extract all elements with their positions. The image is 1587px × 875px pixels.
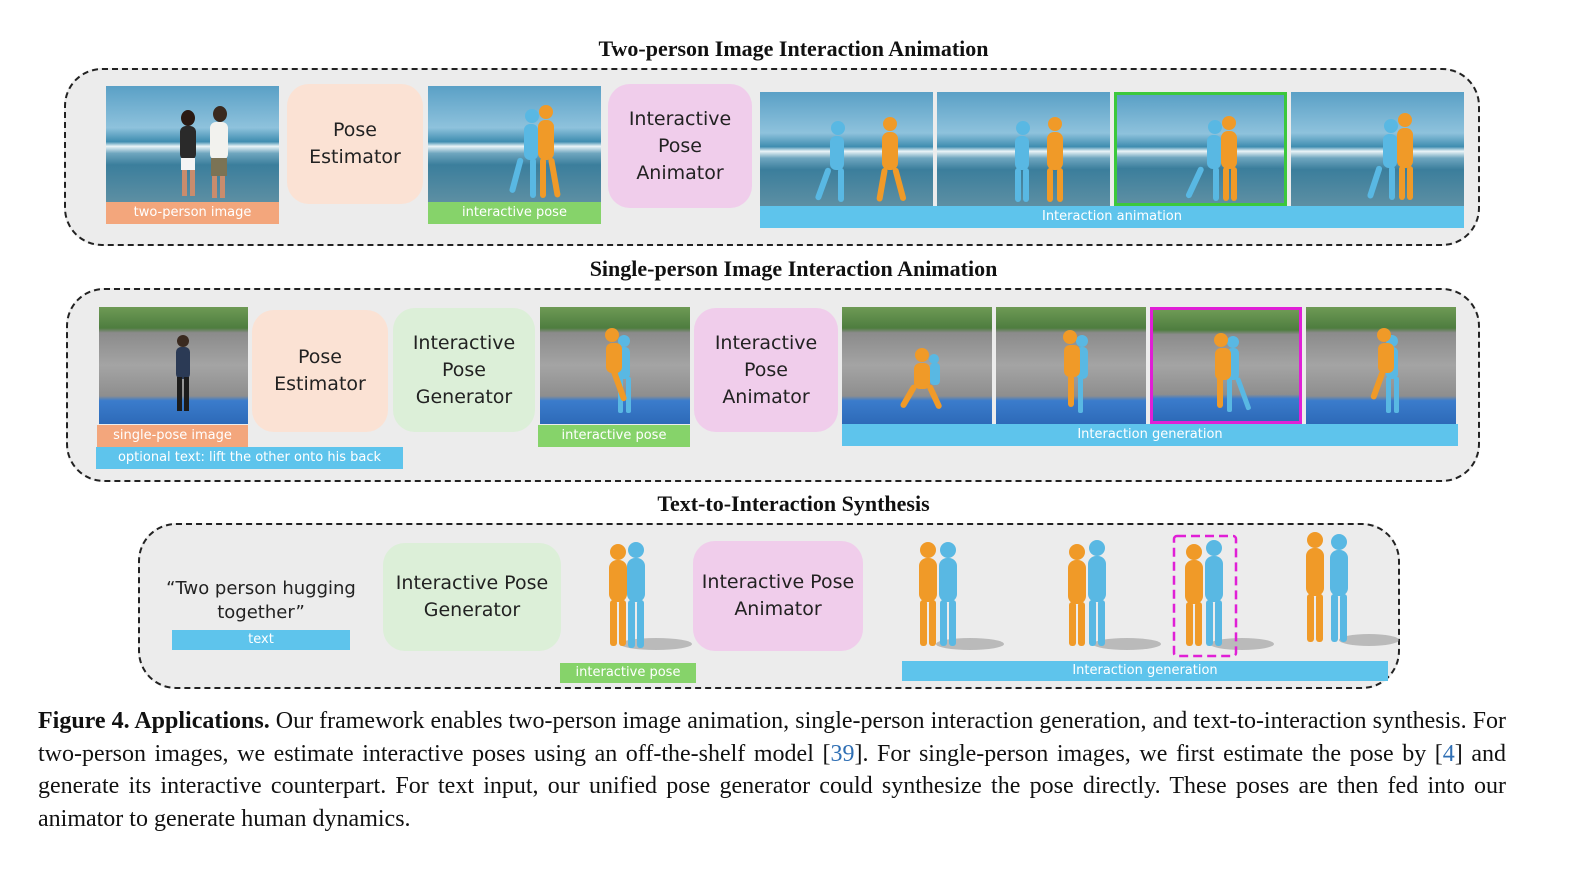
tag-interactive-pose-1: interactive pose [428, 202, 601, 224]
single-person-input-photo [99, 307, 248, 424]
caption-text-3: ] and generate its interactive counterpa… [38, 740, 1506, 832]
caption-text-2: ]. For single-person images, we first es… [854, 740, 1443, 767]
two-person-input-photo [106, 86, 279, 202]
animation-frame-1 [760, 92, 933, 206]
tag-text: text [172, 630, 350, 650]
citation-link-4[interactable]: 4 [1442, 740, 1455, 767]
generation-frame-3-highlighted [1150, 307, 1302, 424]
tag-interaction-generation-2: Interaction generation [902, 661, 1388, 681]
tag-interaction-animation: Interaction animation [760, 206, 1464, 228]
animation-frame-4 [1291, 92, 1464, 206]
generation-frame-4 [1306, 307, 1456, 424]
two-person-interactive-pose [428, 86, 601, 202]
couple-silhouette [180, 106, 228, 198]
tag-interactive-pose-3: interactive pose [560, 663, 696, 683]
section-title-single-person: Single-person Image Interaction Animatio… [589, 256, 998, 281]
text-generation-frame-4 [1306, 532, 1399, 646]
tag-interactive-pose-2: interactive pose [538, 425, 690, 447]
tag-interaction-generation-1: Interaction generation [842, 424, 1458, 446]
text-generation-frame-1 [919, 542, 1004, 650]
caption-text-1: Our framework enables two-person image a… [38, 708, 1507, 767]
citation-link-39[interactable]: 39 [830, 740, 855, 767]
section-title-two-person: Two-person Image Interaction Animation [598, 36, 989, 61]
pose-figures [509, 105, 561, 198]
generation-frame-1 [842, 307, 992, 424]
single-person-interactive-pose [540, 307, 690, 424]
single-person-silhouette [176, 335, 190, 411]
tag-optional-text: optional text: lift the other onto his b… [96, 447, 403, 469]
text-generation-frame-2 [1068, 540, 1161, 650]
animation-frame-3-highlighted [1114, 92, 1287, 206]
figure-caption: Figure 4. Applications. Our framework en… [38, 705, 1506, 835]
caption-label: Figure 4. Applications. [38, 708, 270, 734]
text-generation-frame-3-highlighted [1172, 534, 1274, 658]
section-title-text-to-interaction: Text-to-Interaction Synthesis [657, 491, 930, 516]
tag-two-person-image: two-person image [106, 202, 279, 224]
generation-frame-2 [996, 307, 1146, 424]
tag-single-pose-image: single-pose image [97, 425, 248, 447]
text-interactive-pose-figure [609, 542, 692, 650]
animation-frame-2 [937, 92, 1110, 206]
